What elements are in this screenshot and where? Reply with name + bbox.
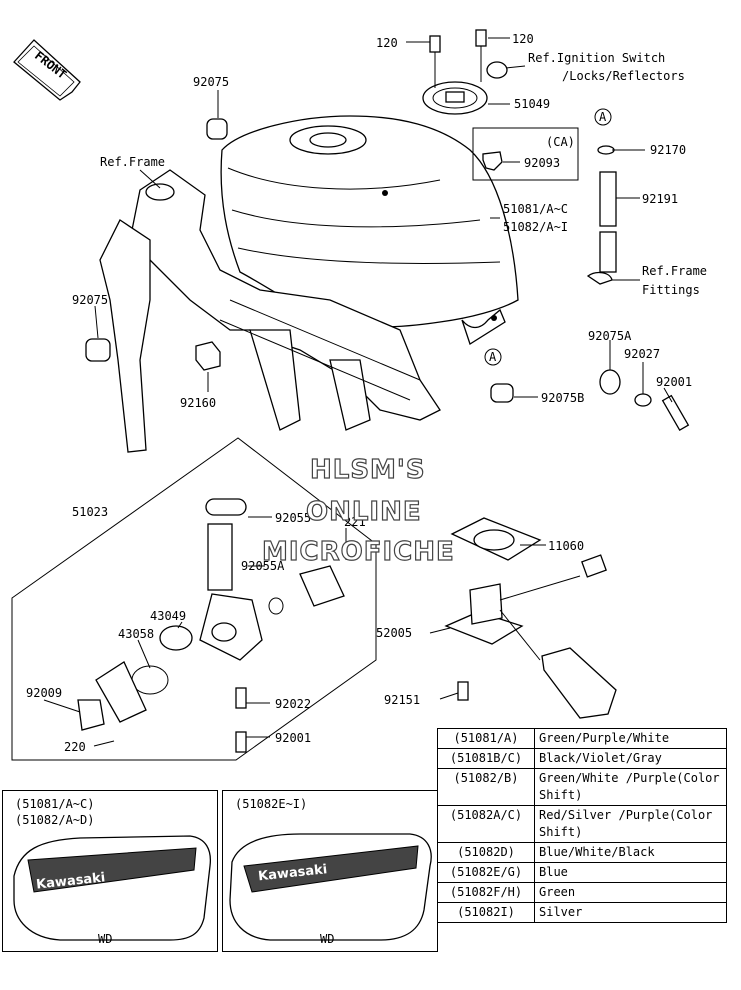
color-name: Green/Purple/White: [534, 728, 727, 749]
label-92001-bottom: 92001: [275, 731, 311, 745]
label-tank-1: 51081/A~C: [503, 202, 568, 216]
label-ref-frame: Ref.Frame: [100, 155, 165, 169]
color-row: (51082I)Silver: [437, 902, 727, 923]
emblem-left-box: (51081/A~C) (51082/A~D): [2, 790, 218, 952]
label-51049: 51049: [514, 97, 550, 111]
emblem-right-caption: WD: [320, 932, 335, 946]
label-92075a: 92075A: [588, 329, 632, 343]
label-92055: 92055: [275, 511, 311, 525]
color-name: Silver: [534, 902, 727, 923]
label-ref-fittings-1: Ref.Frame: [642, 264, 707, 278]
color-row: (51082E/G)Blue: [437, 862, 727, 883]
color-row: (51082/B)Green/White /Purple(Color Shift…: [437, 768, 727, 806]
emblem-right-drawing: Kawasaki: [229, 833, 432, 941]
emblem-left-line-1: (51081/A~C): [15, 797, 95, 811]
label-120-right: 120: [512, 32, 534, 46]
label-92151: 92151: [384, 693, 420, 707]
fuel-strainer: [207, 523, 233, 591]
color-row: (51082A/C)Red/Silver /Purple(Color Shift…: [437, 805, 727, 843]
watermark-line-3: MICROFICHE: [262, 537, 455, 567]
color-code: (51082I): [437, 902, 535, 923]
label-92022: 92022: [275, 697, 311, 711]
color-code: (51082E/G): [437, 862, 535, 883]
label-220: 220: [64, 740, 86, 754]
label-92075-left: 92075: [72, 293, 108, 307]
label-92027: 92027: [624, 347, 660, 361]
fuel-cap: [422, 29, 508, 115]
damper-92075-left: [85, 338, 111, 362]
label-ref-ignition-2: /Locks/Reflectors: [562, 69, 685, 83]
label-ref-ignition-1: Ref.Ignition Switch: [528, 51, 665, 65]
color-code: (51082A/C): [437, 805, 535, 843]
label-92160: 92160: [180, 396, 216, 410]
label-43049: 43049: [150, 609, 186, 623]
front-arrow-icon: FRONT: [13, 39, 81, 101]
color-code: (51082/B): [437, 768, 535, 806]
label-circle-a-mid: A: [489, 350, 497, 364]
ca-box: [472, 127, 579, 181]
color-name: Blue/White/Black: [534, 842, 727, 863]
label-ca: (CA): [546, 135, 575, 149]
leader-lines: [43, 37, 673, 747]
label-92170: 92170: [650, 143, 686, 157]
color-row: (51082D)Blue/White/Black: [437, 842, 727, 863]
label-92009: 92009: [26, 686, 62, 700]
emblem-left-brand: Kawasaki: [36, 870, 106, 892]
emblem-right-line-1: (51082E~I): [235, 797, 308, 811]
label-221: 221: [344, 515, 366, 529]
label-120-left: 120: [376, 36, 398, 50]
watermark-line-2: ONLINE: [306, 497, 422, 527]
color-code: (51081/A): [437, 728, 535, 749]
emblem-left-drawing: Kawasaki: [13, 835, 212, 941]
color-name: Green/White /Purple(Color Shift): [534, 768, 727, 806]
block-92160: [195, 341, 221, 371]
label-ref-fittings-2: Fittings: [642, 283, 700, 297]
frame: [99, 169, 441, 453]
emblem-right-box: (51082E~I): [222, 790, 438, 952]
fuel-tank: [220, 115, 519, 345]
color-name: Blue: [534, 862, 727, 883]
color-table: (51081/A)Green/Purple/White(51081B/C)Bla…: [437, 728, 727, 923]
color-name: Red/Silver /Purple(Color Shift): [534, 805, 727, 843]
color-row: (51081B/C)Black/Violet/Gray: [437, 748, 727, 769]
color-code: (51082D): [437, 842, 535, 863]
color-name: Green: [534, 882, 727, 903]
label-51023: 51023: [72, 505, 108, 519]
color-code: (51082F/H): [437, 882, 535, 903]
label-92191: 92191: [642, 192, 678, 206]
color-code: (51081B/C): [437, 748, 535, 769]
emblem-left-caption: WD: [98, 932, 113, 946]
watermark-line-1: HLSM'S: [310, 455, 426, 485]
color-name: Black/Violet/Gray: [534, 748, 727, 769]
label-11060: 11060: [548, 539, 584, 553]
label-43058: 43058: [118, 627, 154, 641]
color-row: (51082F/H)Green: [437, 882, 727, 903]
circle-a-mid: [484, 348, 502, 366]
label-92075-top: 92075: [193, 75, 229, 89]
label-tank-2: 51082/A~I: [503, 220, 568, 234]
label-circle-a-top: A: [599, 110, 607, 124]
label-92075b: 92075B: [541, 391, 584, 405]
label-92001-right: 92001: [656, 375, 692, 389]
label-92055a: 92055A: [241, 559, 285, 573]
emblem-left-line-2: (51082/A~D): [15, 813, 95, 827]
damper-92075b: [490, 383, 514, 403]
petcock-box: [11, 437, 377, 761]
label-52005: 52005: [376, 626, 412, 640]
emblem-right-brand: Kawasaki: [257, 862, 327, 884]
damper-92075-top: [206, 118, 228, 140]
color-row: (51081/A)Green/Purple/White: [437, 728, 727, 749]
label-92093: 92093: [524, 156, 560, 170]
